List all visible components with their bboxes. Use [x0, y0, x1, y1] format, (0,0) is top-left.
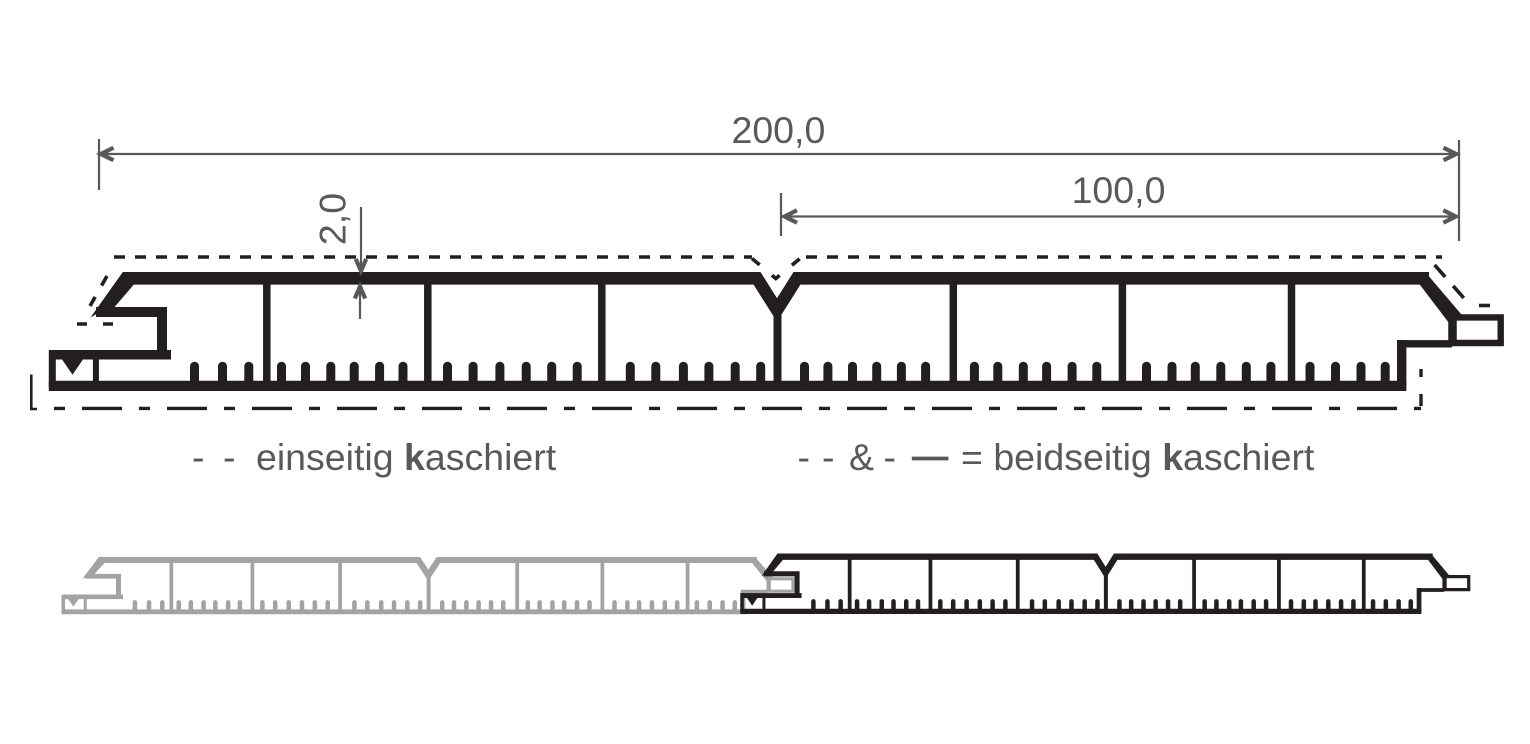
- svg-text:2,0: 2,0: [312, 193, 354, 245]
- svg-text:-: -: [192, 436, 205, 478]
- svg-text:-: -: [223, 436, 236, 478]
- svg-text:einseitig kaschiert: einseitig kaschiert: [256, 436, 557, 478]
- svg-text:= beidseitig kaschiert: = beidseitig kaschiert: [961, 436, 1315, 478]
- svg-text:100,0: 100,0: [1072, 169, 1166, 211]
- svg-text:&: &: [849, 436, 874, 478]
- svg-text:-: -: [822, 436, 835, 478]
- svg-text:-: -: [884, 436, 897, 478]
- svg-text:-: -: [798, 436, 811, 478]
- svg-text:200,0: 200,0: [731, 109, 825, 151]
